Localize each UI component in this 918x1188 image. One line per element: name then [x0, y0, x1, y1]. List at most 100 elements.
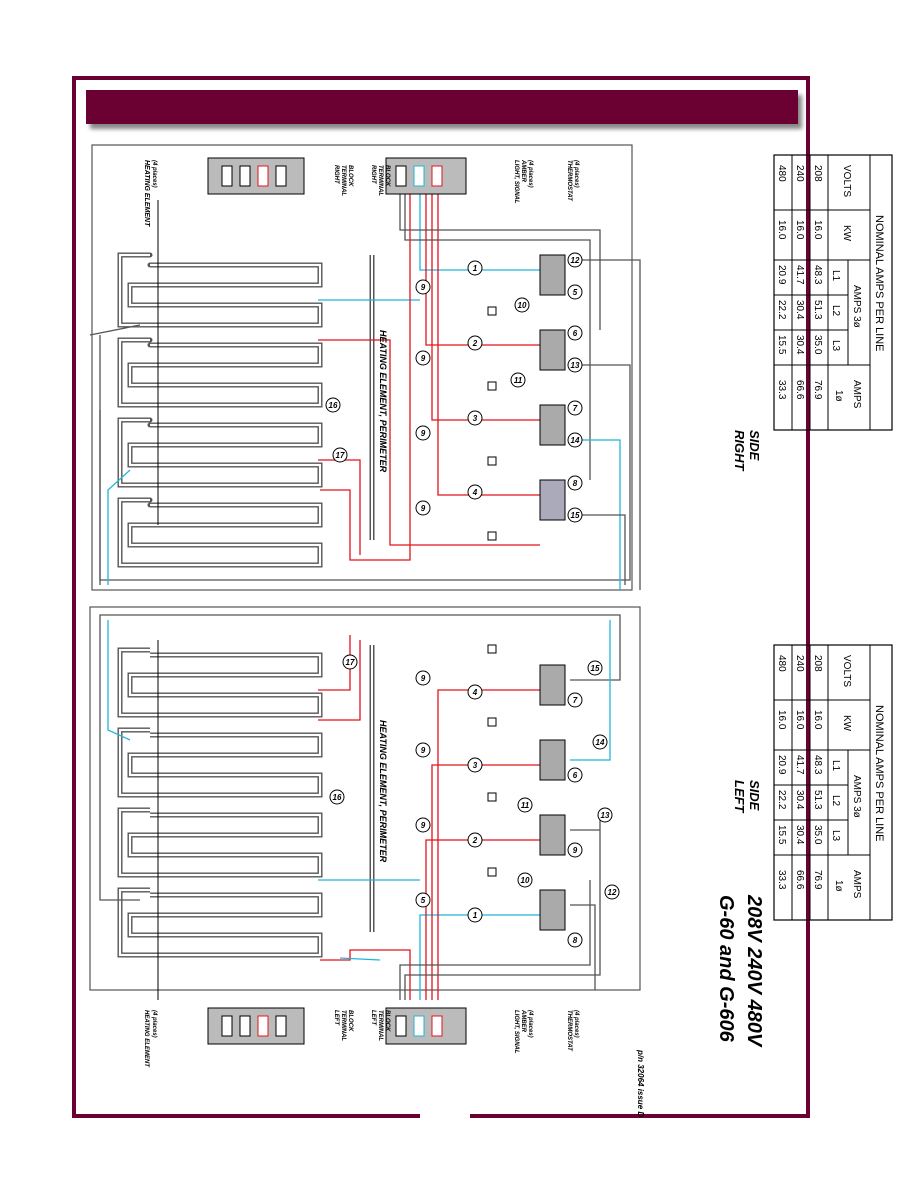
table-cell: 15.5	[776, 335, 787, 355]
right-block1-l3: BLOCK	[347, 165, 353, 187]
table-volts-header: VOLTS	[841, 165, 852, 197]
wire-number-label: 9	[421, 354, 426, 363]
table-cell: 16.0	[812, 220, 823, 240]
left-panel-frame	[89, 606, 641, 991]
wire-number-label: 6	[573, 329, 578, 338]
wire-number-label: 12	[608, 888, 617, 897]
wire-number-label: 2	[472, 836, 478, 845]
right-lights	[487, 306, 497, 541]
wire-number-circle	[415, 892, 431, 908]
right-thermostat-places: (4 places)	[573, 160, 579, 188]
left-perimeter-label: HEATING ELEMENT, PERIMETER	[378, 720, 388, 863]
title-bar	[86, 90, 798, 124]
part-number: p/n 32064 issue D	[636, 1049, 645, 1117]
left-thermostat-places: (4 places)	[573, 1010, 579, 1038]
wire-number-label: 9	[421, 674, 426, 683]
table-cell: 240	[794, 655, 805, 672]
table-cell: 76.9	[812, 380, 823, 400]
table-amps1-header: AMPS	[851, 870, 862, 899]
wire-number-circle	[467, 335, 483, 351]
wire-number-label: 7	[573, 404, 578, 413]
wire-number-circle	[567, 252, 583, 268]
wire-number-circle	[415, 742, 431, 758]
right-light-places: (4 places)	[527, 160, 533, 188]
right-block3-l1: RIGHT	[370, 165, 376, 185]
wire-number-circle	[415, 279, 431, 295]
table-kw-header: KW	[841, 715, 852, 732]
wire-number-circle	[517, 872, 533, 888]
table-amps3-header: AMPS 3ø	[851, 775, 862, 818]
left-light-l2: AMBER	[520, 1009, 526, 1033]
table-l1-header: L1	[830, 270, 841, 282]
wire-number-circle	[592, 734, 608, 750]
table-cell: 208	[812, 165, 823, 182]
wire-number-label: 10	[521, 876, 530, 885]
left-light-places: (4 places)	[527, 1010, 533, 1038]
table-l3-header: L3	[830, 830, 841, 842]
wire-number-circle	[467, 260, 483, 276]
left-block3-l1: LEFT	[370, 1010, 376, 1026]
wire-number-label: 5	[573, 288, 578, 297]
wire-number-circle	[415, 500, 431, 516]
wire-number-circle	[467, 832, 483, 848]
left-thermostats	[539, 664, 566, 931]
table-cell: 16.0	[794, 220, 805, 240]
wire-number-circle	[567, 432, 583, 448]
right-block3-l3: BLOCK	[384, 165, 390, 187]
wire-number-label: 9	[421, 429, 426, 438]
table-cell: 30.4	[794, 300, 805, 320]
table-header: NOMINAL AMPS PER LINE	[873, 215, 885, 352]
wire-number-label: 1	[473, 264, 478, 273]
table-cell: 22.2	[776, 790, 787, 810]
table-cell: 76.9	[812, 870, 823, 890]
wire-number-circle	[517, 797, 533, 813]
right-wires	[89, 190, 641, 590]
left-block3-l2: TERMINAL	[377, 1010, 383, 1041]
wire-number-label: 15	[591, 664, 600, 673]
right-light-l1: LIGHT, SIGNAL	[513, 160, 519, 204]
table-cell: 41.7	[794, 755, 805, 775]
table-cell: 16.0	[812, 710, 823, 730]
wire-number-label: 4	[472, 688, 478, 697]
wire-number-label: 12	[571, 256, 580, 265]
wire-number-label: 3	[473, 761, 478, 770]
wire-number-label: 17	[346, 658, 355, 667]
table-cell: 208	[812, 655, 823, 672]
left-thermostat-label: THERMOSTAT	[566, 1010, 572, 1052]
table-cell: 480	[776, 165, 787, 182]
right-heating-label: HEATING ELEMENT	[143, 160, 150, 227]
table-cell: 33.3	[776, 380, 787, 400]
wire-number-circle	[332, 447, 348, 463]
table-cell: 20.9	[776, 265, 787, 285]
wire-number-label: 16	[333, 793, 342, 802]
right-light-l2: AMBER	[520, 159, 526, 183]
table-amps3-header: AMPS 3ø	[851, 285, 862, 328]
left-block1-l2: TERMINAL	[340, 1010, 346, 1041]
table-l2-header: L2	[830, 795, 841, 807]
table-cell: 51.3	[812, 790, 823, 810]
left-side-label-2: SIDE	[747, 780, 762, 811]
wire-number-label: 14	[571, 436, 580, 445]
left-block3-l3: BLOCK	[384, 1010, 390, 1032]
table-l1-header: L1	[830, 760, 841, 772]
wire-number-label: 17	[336, 451, 345, 460]
wire-number-label: 16	[329, 401, 338, 410]
wire-number-label: 9	[421, 746, 426, 755]
right-thermostat-label: THERMOSTAT	[566, 160, 572, 202]
wire-number-circle	[467, 684, 483, 700]
left-block1-l1: LEFT	[333, 1010, 339, 1026]
table-cell: 48.3	[812, 265, 823, 285]
table-amps1b-header: 1ø	[833, 880, 844, 892]
wire-number-circle	[415, 350, 431, 366]
wire-number-label: 4	[472, 488, 478, 497]
wire-number-markers: 1234999956781213141516171011123459999678…	[325, 252, 620, 948]
left-heating-places: (4 places)	[151, 1010, 157, 1038]
wire-number-label: 8	[573, 479, 578, 488]
wire-number-circle	[415, 670, 431, 686]
wire-number-label: 9	[421, 283, 426, 292]
frame-gap	[420, 1110, 470, 1124]
wire-number-label: 9	[421, 504, 426, 513]
wire-number-circle	[604, 884, 620, 900]
